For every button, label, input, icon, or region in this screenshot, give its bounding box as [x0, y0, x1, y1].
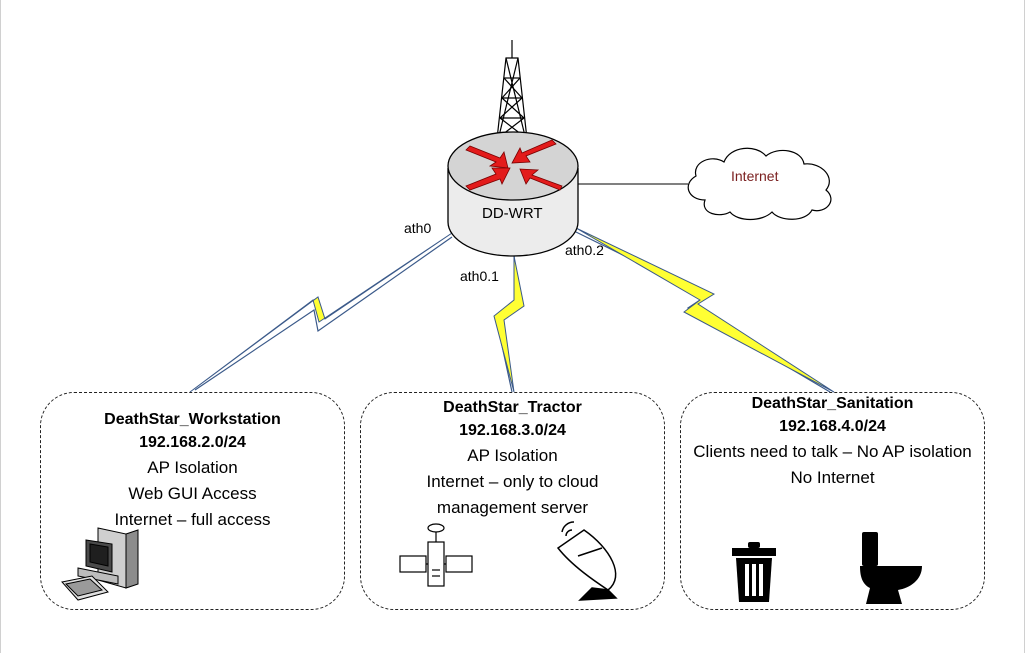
- policy-line: No Internet: [790, 468, 875, 487]
- interface-label-ath0: ath0: [404, 220, 432, 236]
- internet-label: Internet: [731, 168, 779, 184]
- toilet-icon: [860, 532, 922, 604]
- router-label: DD-WRT: [482, 205, 543, 222]
- subnet-label: 192.168.3.0/24: [459, 422, 566, 439]
- subnet-label: 192.168.4.0/24: [779, 418, 886, 435]
- trash-can-icon: [732, 542, 776, 602]
- internet-cloud-icon: [687, 147, 832, 221]
- router-icon: [447, 131, 579, 257]
- interface-label-ath0-1: ath0.1: [460, 268, 499, 284]
- policy-line: AP Isolation: [147, 458, 238, 477]
- policy-line: AP Isolation: [467, 446, 558, 465]
- wireless-link-workstation: [189, 230, 456, 393]
- network-box-sanitation: DeathStar_Sanitation 192.168.4.0/24 Clie…: [680, 392, 985, 610]
- satellite-icon: [399, 523, 473, 587]
- policy-line: Clients need to talk – No AP isolation: [693, 442, 972, 461]
- network-box-tractor: DeathStar_Tractor 192.168.3.0/24 AP Isol…: [360, 392, 665, 610]
- ssid-label: DeathStar_Tractor: [443, 399, 582, 416]
- network-box-workstation: DeathStar_Workstation 192.168.2.0/24 AP …: [40, 392, 345, 610]
- policy-line: Internet – only to cloud: [426, 472, 599, 491]
- ssid-label: DeathStar_Sanitation: [751, 395, 914, 412]
- policy-line: Internet – full access: [114, 510, 271, 529]
- ssid-label: DeathStar_Workstation: [104, 411, 281, 428]
- policy-line: management server: [436, 498, 589, 517]
- wireless-link-sanitation: [575, 227, 835, 393]
- subnet-label: 192.168.2.0/24: [139, 434, 246, 451]
- interface-label-ath0-2: ath0.2: [565, 242, 604, 258]
- satellite-dish-icon: [556, 521, 618, 601]
- policy-line: Web GUI Access: [128, 484, 257, 503]
